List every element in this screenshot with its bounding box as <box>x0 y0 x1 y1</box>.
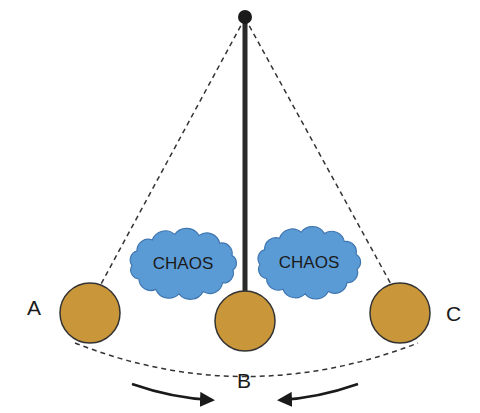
pendulum-rod <box>243 18 248 294</box>
motion-arrow <box>132 384 212 400</box>
position-label: B <box>237 369 251 393</box>
cloud-text: CHAOS <box>153 254 213 274</box>
cloud-outline <box>130 228 236 299</box>
pendulum-bob <box>370 283 430 343</box>
position-label: C <box>446 302 461 326</box>
motion-arrow <box>280 384 358 400</box>
cloud-outline <box>258 227 361 299</box>
pivot-point <box>238 10 252 24</box>
pendulum-bob <box>60 283 120 343</box>
chaos-cloud: CHAOS <box>126 228 240 300</box>
cloud-text: CHAOS <box>279 253 339 273</box>
pendulum-bob <box>215 291 275 351</box>
position-label: A <box>27 296 41 320</box>
chaos-cloud: CHAOS <box>254 226 364 300</box>
